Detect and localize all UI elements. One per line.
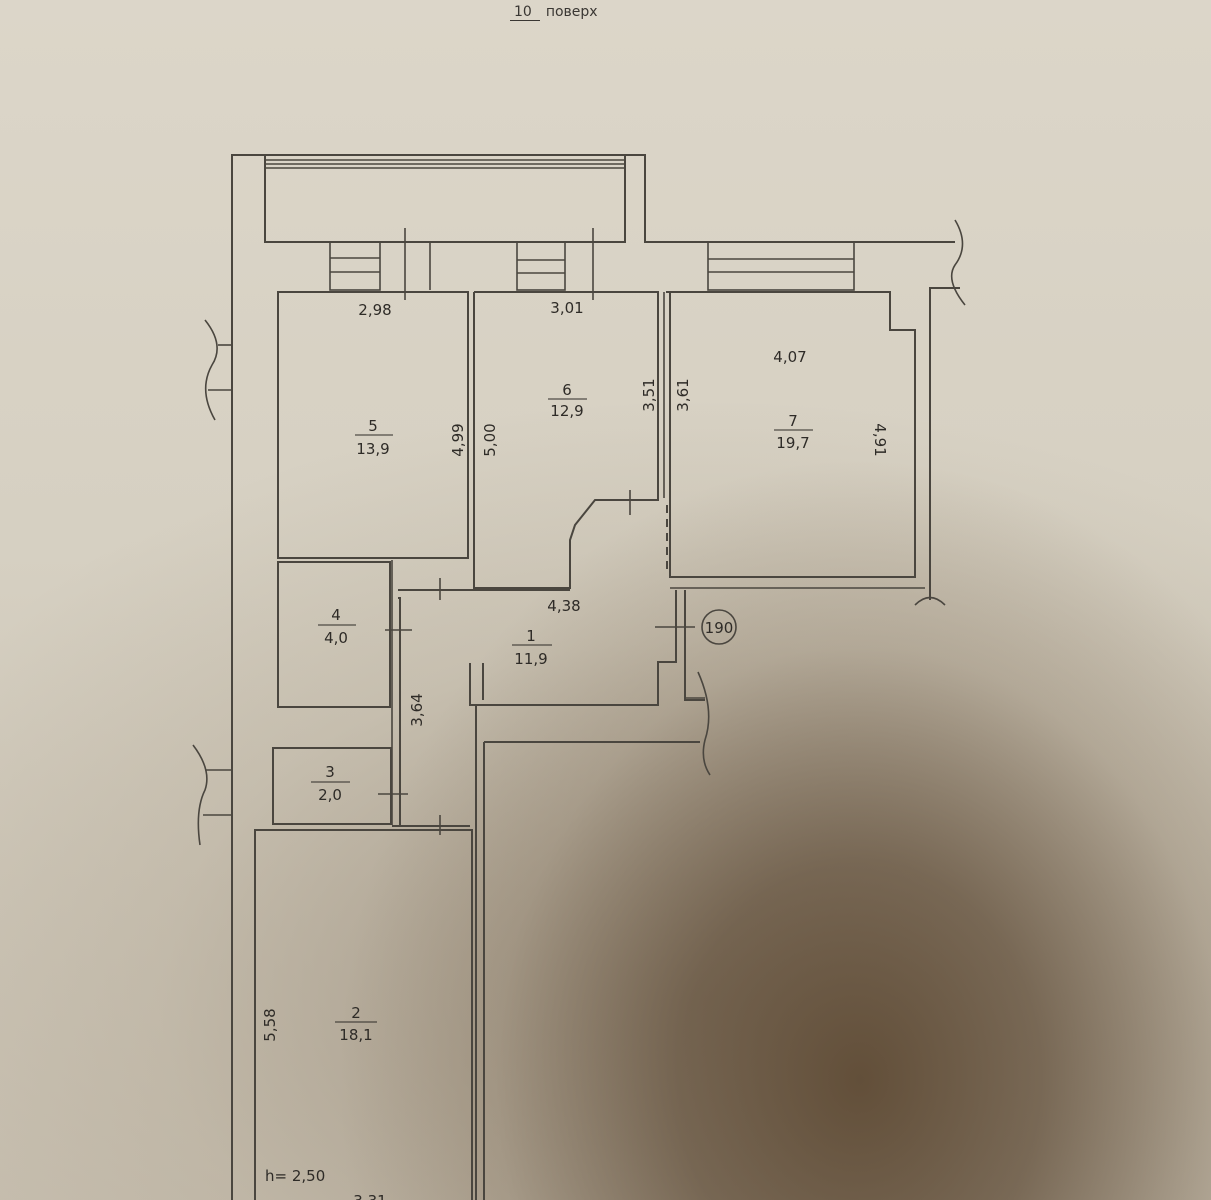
dim-room7-length: 4,91: [871, 423, 889, 456]
room-label-5: 5 13,9: [355, 417, 393, 458]
dimension-labels: 2,98 3,01 4,07 4,38 4,99 5,00 3,51 3,61 …: [261, 299, 889, 1200]
dim-room6-length: 5,00: [481, 423, 499, 456]
svg-text:6: 6: [562, 381, 572, 399]
svg-text:19,7: 19,7: [776, 434, 809, 452]
dim-room7-width: 4,07: [773, 348, 806, 366]
svg-text:11,9: 11,9: [514, 650, 547, 668]
dim-hall-length: 3,64: [408, 693, 426, 726]
svg-text:4: 4: [331, 606, 341, 624]
room-label-3: 3 2,0: [311, 763, 350, 804]
dim-room2-length: 5,58: [261, 1008, 279, 1041]
room-3: [272, 747, 392, 825]
svg-text:4,0: 4,0: [324, 629, 348, 647]
room-label-4: 4 4,0: [318, 606, 356, 647]
break-symbols: [192, 219, 966, 846]
room-label-6: 6 12,9: [548, 381, 587, 420]
room-label-2: 2 18,1: [335, 1004, 377, 1044]
dim-room6-side: 3,51: [640, 378, 658, 411]
room-label-1: 1 11,9: [512, 627, 552, 668]
svg-text:12,9: 12,9: [550, 402, 583, 420]
svg-text:2: 2: [351, 1004, 361, 1022]
floor-title: 10 поверх: [510, 4, 598, 21]
room-7: [666, 291, 916, 578]
svg-text:1: 1: [526, 627, 536, 645]
svg-text:5: 5: [368, 417, 378, 435]
svg-text:18,1: 18,1: [339, 1026, 372, 1044]
room-6: [473, 291, 659, 589]
svg-text:2,0: 2,0: [318, 786, 342, 804]
room-5: [277, 291, 469, 559]
dim-room5-width: 2,98: [358, 301, 391, 319]
svg-text:3: 3: [325, 763, 335, 781]
room-label-7: 7 19,7: [774, 412, 813, 452]
room-4: [277, 561, 391, 708]
windows: [329, 228, 855, 300]
svg-text:13,9: 13,9: [356, 440, 389, 458]
floor-word: поверх: [545, 4, 598, 20]
dim-hall-width: 4,38: [547, 597, 580, 615]
dim-room6-width: 3,01: [550, 299, 583, 317]
room-2: [254, 829, 473, 1200]
svg-text:190: 190: [705, 619, 734, 637]
dim-room5-length: 4,99: [449, 423, 467, 456]
room-labels: 5 13,9 6 12,9 7 19,7 4 4,0 1 11,9 3 2,0: [311, 381, 813, 1044]
dim-room7-side: 3,61: [674, 378, 692, 411]
svg-text:7: 7: [788, 412, 798, 430]
dim-partial-bottom: 3,31: [353, 1192, 386, 1200]
apartment-marker: 190: [701, 609, 737, 645]
floor-number: 10: [510, 4, 540, 21]
ceiling-height: h= 2,50: [265, 1167, 325, 1185]
